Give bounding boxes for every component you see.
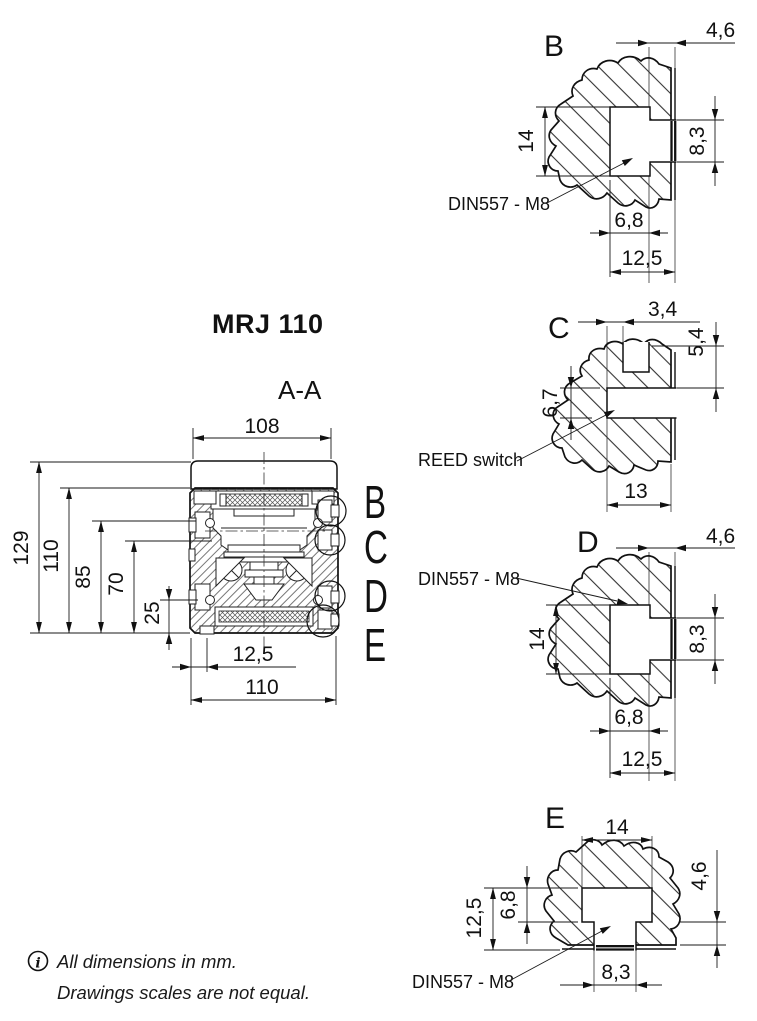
info-icon: i — [27, 950, 49, 972]
dim-height-overall: 129 — [10, 530, 33, 565]
detail-d-dim-left: 14 — [526, 627, 549, 651]
callout-letter-e: E — [364, 621, 386, 671]
detail-view-e: E 14 4,6 12,5 6,8 8,3 DIN557 - M8 — [412, 802, 726, 992]
detail-c-annotation: REED switch — [418, 450, 523, 470]
detail-view-c: C 3,4 5,4 6,7 13 REED switch — [418, 298, 724, 512]
note-line-1: All dimensions in mm. — [56, 951, 237, 972]
detail-e-dim-right: 4,6 — [688, 861, 711, 890]
svg-text:i: i — [35, 956, 40, 972]
detail-d-label: D — [577, 526, 599, 559]
detail-view-b: B 4,6 14 8,3 6,8 12,5 DIN557 - M8 — [448, 19, 735, 283]
detail-e-annotation: DIN557 - M8 — [412, 972, 514, 992]
dim-width-bottom: 110 — [245, 676, 278, 699]
callout-circle-c — [314, 524, 346, 556]
detail-d-dim-right: 8,3 — [686, 624, 709, 653]
dim-height-profile: 110 — [40, 539, 63, 572]
detail-c-label: C — [548, 312, 570, 345]
dim-width-top: 108 — [244, 415, 279, 438]
detail-c-dim-top: 3,4 — [648, 298, 678, 321]
dim-bottom-offset: 12,5 — [233, 643, 274, 666]
detail-d-dim-top: 4,6 — [706, 525, 735, 548]
callout-circle-b — [315, 495, 347, 527]
detail-e-dim-left-outer: 12,5 — [463, 898, 486, 939]
main-section-view — [188, 452, 347, 655]
detail-d-annotation: DIN557 - M8 — [418, 569, 520, 589]
detail-d-dim-outer-width: 12,5 — [622, 748, 663, 771]
dim-height-mid: 85 — [72, 565, 95, 588]
main-view-dimensions: 108 129 110 85 70 25 12,5 110 — [10, 415, 337, 705]
detail-view-d: D 4,6 14 8,3 6,8 12,5 DIN557 - M8 — [418, 525, 735, 781]
dim-height-lower: 70 — [105, 572, 128, 595]
callout-letter-d: D — [364, 572, 388, 622]
detail-d-dim-inner-width: 6,8 — [614, 706, 643, 729]
detail-c-dim-left: 6,7 — [539, 388, 562, 417]
section-label: A-A — [278, 375, 322, 405]
detail-b-dim-left: 14 — [515, 129, 538, 153]
detail-e-dim-top: 14 — [605, 816, 629, 839]
detail-c-dim-upper-right: 5,4 — [685, 327, 708, 357]
callout-letter-b: B — [364, 478, 386, 528]
detail-e-label: E — [545, 802, 565, 835]
detail-b-dim-outer-width: 12,5 — [622, 247, 663, 270]
callout-circle-e — [306, 604, 340, 638]
detail-e-dim-bottom: 8,3 — [601, 961, 630, 984]
detail-b-dim-right: 8,3 — [686, 126, 709, 155]
page-title: MRJ 110 — [212, 309, 324, 339]
callout-circle-d — [314, 580, 346, 612]
main-callout-letters: B C D E — [364, 478, 388, 671]
detail-b-dim-top: 4,6 — [706, 19, 735, 42]
detail-b-label: B — [544, 30, 564, 63]
detail-e-dim-left-inner: 6,8 — [497, 890, 520, 919]
detail-b-dim-inner-width: 6,8 — [614, 209, 643, 232]
detail-c-dim-bottom: 13 — [624, 480, 647, 503]
note-line-2: Drawings scales are not equal. — [57, 982, 310, 1003]
callout-letter-c: C — [364, 523, 388, 573]
dim-height-bottom: 25 — [141, 601, 164, 624]
detail-b-annotation: DIN557 - M8 — [448, 194, 550, 214]
footnote: i All dimensions in mm. Drawings scales … — [27, 950, 310, 1003]
